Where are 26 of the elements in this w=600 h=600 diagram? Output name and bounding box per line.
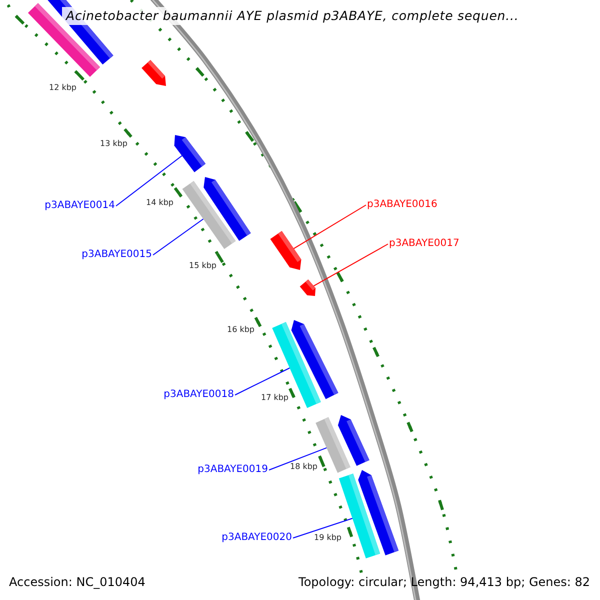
accession-text: Accession: NC_010404 xyxy=(9,575,146,589)
leader-line xyxy=(116,155,182,206)
gene-block xyxy=(270,231,302,270)
leader-line xyxy=(152,218,204,256)
gene-label: p3ABAYE0014 xyxy=(44,200,115,212)
leader-line xyxy=(268,447,328,470)
gene-label: p3ABAYE0017 xyxy=(389,238,460,250)
leader-line xyxy=(313,244,388,286)
gene-block xyxy=(300,279,316,296)
gene-label: p3ABAYE0018 xyxy=(164,389,234,401)
gene-block xyxy=(182,180,236,250)
tick-label: 18 kbp xyxy=(290,462,318,472)
tick-label: 17 kbp xyxy=(261,393,289,403)
leader-line xyxy=(292,518,353,538)
gene-label: p3ABAYE0015 xyxy=(82,249,152,261)
gene-label: p3ABAYE0019 xyxy=(198,464,268,476)
gene-block xyxy=(174,135,206,172)
tick-label: 13 kbp xyxy=(100,139,128,149)
leader-line xyxy=(293,204,366,250)
tick-label: 19 kbp xyxy=(314,533,342,543)
tick-label: 12 kbp xyxy=(49,83,77,93)
gene-label: p3ABAYE0016 xyxy=(367,199,438,211)
gene-label: p3ABAYE0020 xyxy=(222,532,292,544)
tick-label: 15 kbp xyxy=(189,261,217,271)
leader-line xyxy=(234,368,290,396)
summary-text: Topology: circular; Length: 94,413 bp; Genes: 82 xyxy=(298,575,590,589)
